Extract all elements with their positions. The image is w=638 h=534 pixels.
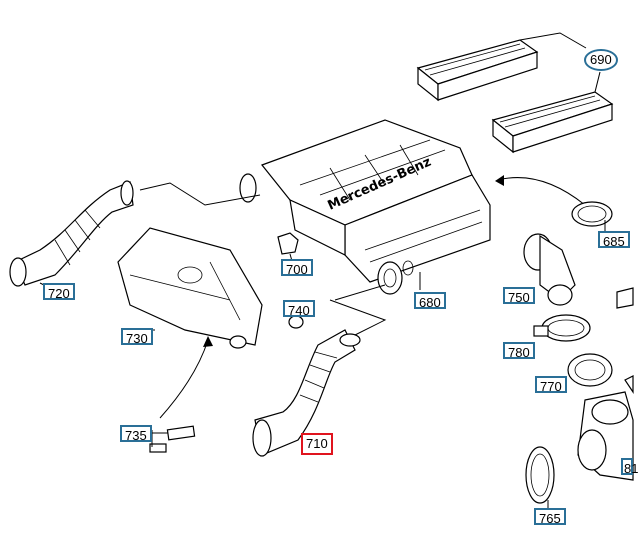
callout-740[interactable]: 740 bbox=[283, 300, 315, 318]
arrow-to-housing bbox=[497, 177, 586, 206]
seal-ring-685 bbox=[571, 201, 613, 227]
clip-735 bbox=[149, 425, 196, 453]
callout-685[interactable]: 685 bbox=[598, 231, 630, 249]
leader-720-housing bbox=[139, 182, 261, 206]
callout-710[interactable]: 710 bbox=[301, 433, 333, 455]
arrow-to-resonator bbox=[159, 339, 209, 419]
seal-ring-765 bbox=[525, 446, 555, 504]
callout-680[interactable]: 680 bbox=[414, 292, 446, 310]
intake-hose-710 bbox=[252, 329, 361, 457]
filter-element-lower bbox=[491, 91, 614, 154]
intake-hose-720 bbox=[9, 180, 134, 287]
air-mass-sensor-750 bbox=[523, 233, 576, 306]
callout-750[interactable]: 750 bbox=[503, 287, 535, 305]
callout-765[interactable]: 765 bbox=[534, 508, 566, 526]
resonator-730 bbox=[117, 227, 263, 349]
callout-690[interactable]: 690 bbox=[584, 49, 618, 71]
callout-735[interactable]: 735 bbox=[120, 425, 152, 443]
leader-690 bbox=[519, 32, 587, 49]
callout-81x[interactable]: 81 bbox=[621, 458, 638, 476]
bracket-700 bbox=[277, 232, 299, 255]
callout-770[interactable]: 770 bbox=[535, 376, 567, 394]
filter-element-upper bbox=[416, 39, 539, 102]
hose-770 bbox=[567, 353, 613, 387]
callout-700[interactable]: 700 bbox=[281, 259, 313, 277]
leader-680-b bbox=[334, 284, 386, 301]
throttle-housing bbox=[577, 391, 634, 481]
callout-730[interactable]: 730 bbox=[121, 328, 153, 346]
arrowhead-housing bbox=[495, 175, 504, 186]
air-filter-housing bbox=[239, 119, 491, 295]
hose-clamp-780 bbox=[533, 314, 591, 342]
leader-710-top bbox=[329, 299, 387, 336]
callout-720[interactable]: 720 bbox=[43, 283, 75, 301]
edge-part bbox=[616, 287, 634, 394]
callout-780[interactable]: 780 bbox=[503, 342, 535, 360]
arrowhead-resonator bbox=[203, 336, 213, 347]
leader-690-b bbox=[594, 71, 601, 93]
